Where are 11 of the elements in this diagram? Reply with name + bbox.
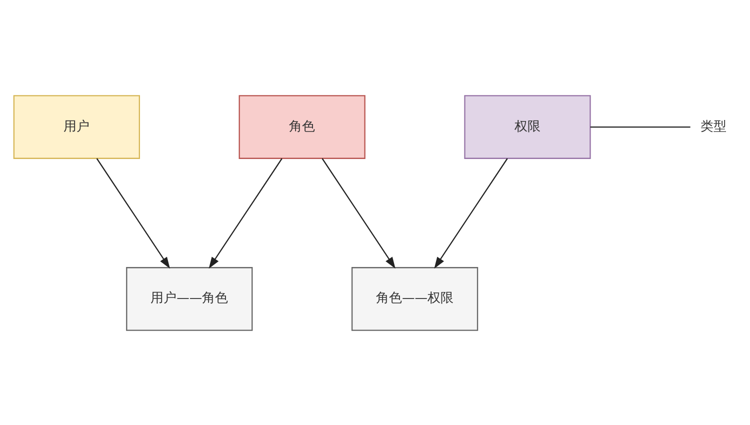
arrow [322,158,396,268]
node-box: 角色——权限 [351,266,478,330]
node-text: 类型 [700,118,726,134]
node-box: 权限 [464,94,591,158]
connector [590,126,690,128]
node-box: 用户——角色 [126,266,253,330]
node-box: 用户 [13,94,140,158]
node-box: 角色 [238,94,366,158]
arrow [96,158,170,268]
arrow [434,158,508,268]
arrow [208,158,282,268]
